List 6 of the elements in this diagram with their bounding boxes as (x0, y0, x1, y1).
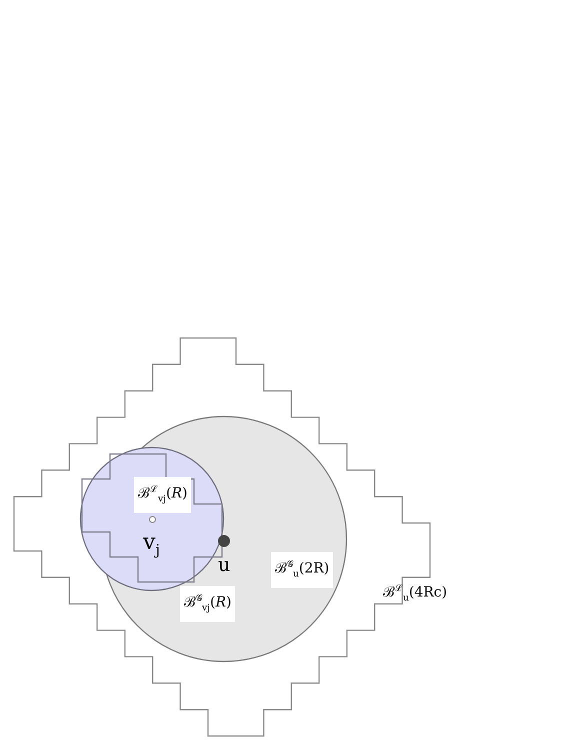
math-label: ℬ$^{𝒢}$$_{vj}$(R) (180, 586, 236, 622)
math-label: ℬ$^{𝒢}$$_{u}$(2R) (271, 552, 334, 588)
math-label: ℬ$^{ℒ}$$_{u}$(4Rc) (383, 584, 448, 604)
math-label: ℬ$^{ℒ}$$_{vj}$(R) (134, 477, 192, 514)
math-label: v$_{j}$ (143, 530, 160, 560)
math-label: u (218, 554, 230, 577)
